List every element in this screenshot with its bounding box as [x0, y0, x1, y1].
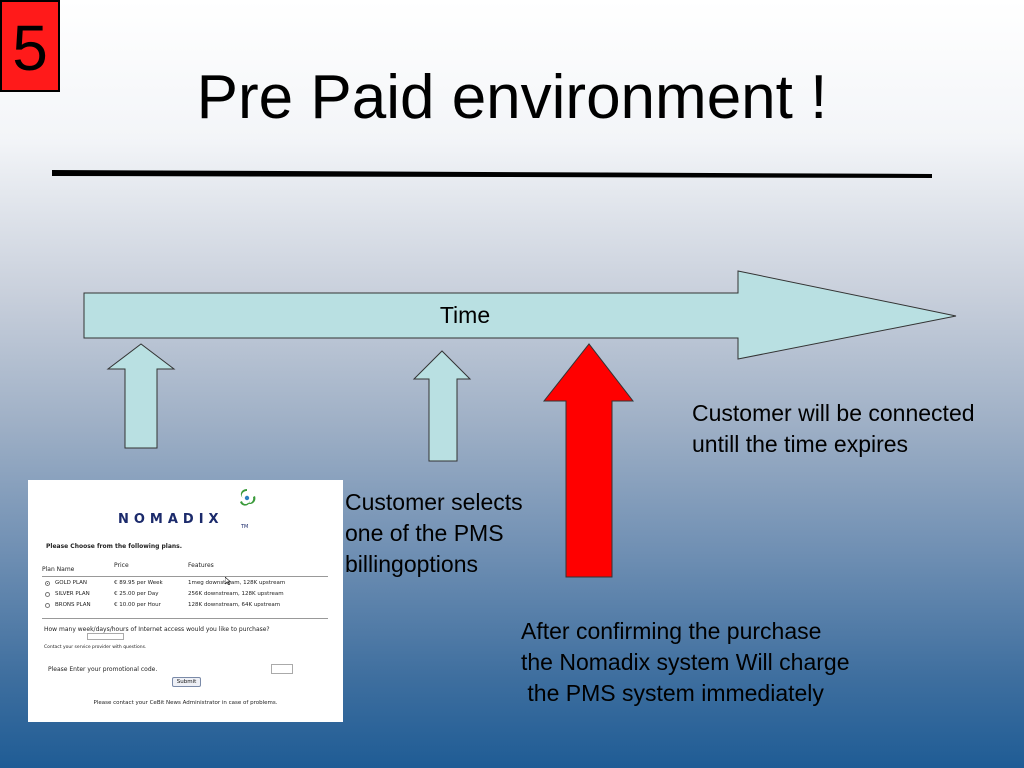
contact-admin-text: Please contact your CeBit News Administr… — [93, 700, 278, 706]
plan-features: 128K downstream, 64K upstream — [188, 602, 281, 608]
plan-features: 1meg downstream, 128K upstream — [188, 580, 286, 586]
up-arrow-plan-selection — [412, 350, 472, 462]
slide-title: Pre Paid environment ! — [196, 63, 828, 132]
plans-table-header: Plan Name Price Features — [42, 562, 328, 577]
nomadix-logo-text: NOMADIX — [118, 512, 224, 527]
callout-confirm: After confirming the purchase the Nomadi… — [521, 618, 850, 706]
nomadix-logo-tm: TM — [241, 524, 249, 530]
plan-name: SILVER PLAN — [55, 591, 90, 597]
plan-price: € 25.00 per Day — [114, 591, 159, 597]
plan-price: € 89.95 per Week — [114, 580, 163, 586]
submit-button[interactable]: Submit — [172, 677, 201, 687]
radio-silver-plan[interactable] — [45, 591, 50, 597]
column-header-plan-name: Plan Name — [42, 565, 75, 573]
quantity-input[interactable] — [87, 633, 124, 640]
column-header-price: Price — [114, 562, 129, 569]
plans-table: Plan Name Price Features GOLD PLAN € 89.… — [42, 562, 328, 610]
plan-price: € 10.00 per Hour — [114, 602, 161, 608]
mouse-cursor-icon — [225, 577, 231, 585]
quantity-question: How many week/days/hours of Internet acc… — [44, 626, 270, 633]
callout-selects: Customer selects one of the PMS billingo… — [345, 489, 523, 577]
promo-code-label: Please Enter your promotional code. — [48, 666, 158, 673]
callout-connected: Customer will be connected untill the ti… — [692, 400, 975, 457]
plan-features: 256K downstream, 128K upstream — [188, 591, 284, 597]
timeline-label: Time — [439, 302, 491, 328]
plan-name: GOLD PLAN — [55, 580, 88, 586]
up-arrow-plan-display — [106, 343, 176, 449]
plan-row-gold[interactable]: GOLD PLAN € 89.95 per Week 1meg downstre… — [42, 578, 328, 588]
radio-gold-plan[interactable] — [45, 580, 50, 586]
plan-row-silver[interactable]: SILVER PLAN € 25.00 per Day 256K downstr… — [42, 589, 328, 599]
radio-brons-plan[interactable] — [45, 602, 50, 608]
promo-code-input[interactable] — [271, 664, 293, 674]
slide-number-badge: 5 — [0, 0, 60, 92]
column-header-features: Features — [188, 562, 214, 569]
up-arrow-purchase-confirmed — [542, 343, 635, 578]
form-heading: Please Choose from the following plans. — [46, 543, 183, 550]
title-underline — [52, 170, 932, 178]
plan-name: BRONS PLAN — [55, 602, 91, 608]
plan-row-brons[interactable]: BRONS PLAN € 10.00 per Hour 128K downstr… — [42, 600, 328, 610]
nomadix-logo-icon — [240, 489, 256, 506]
timeline-arrow — [83, 270, 957, 360]
purchase-form-screenshot: NOMADIX TM Please Choose from the follow… — [28, 480, 343, 722]
form-divider — [42, 618, 328, 619]
quantity-note: Contact your service provider with quest… — [44, 645, 147, 650]
